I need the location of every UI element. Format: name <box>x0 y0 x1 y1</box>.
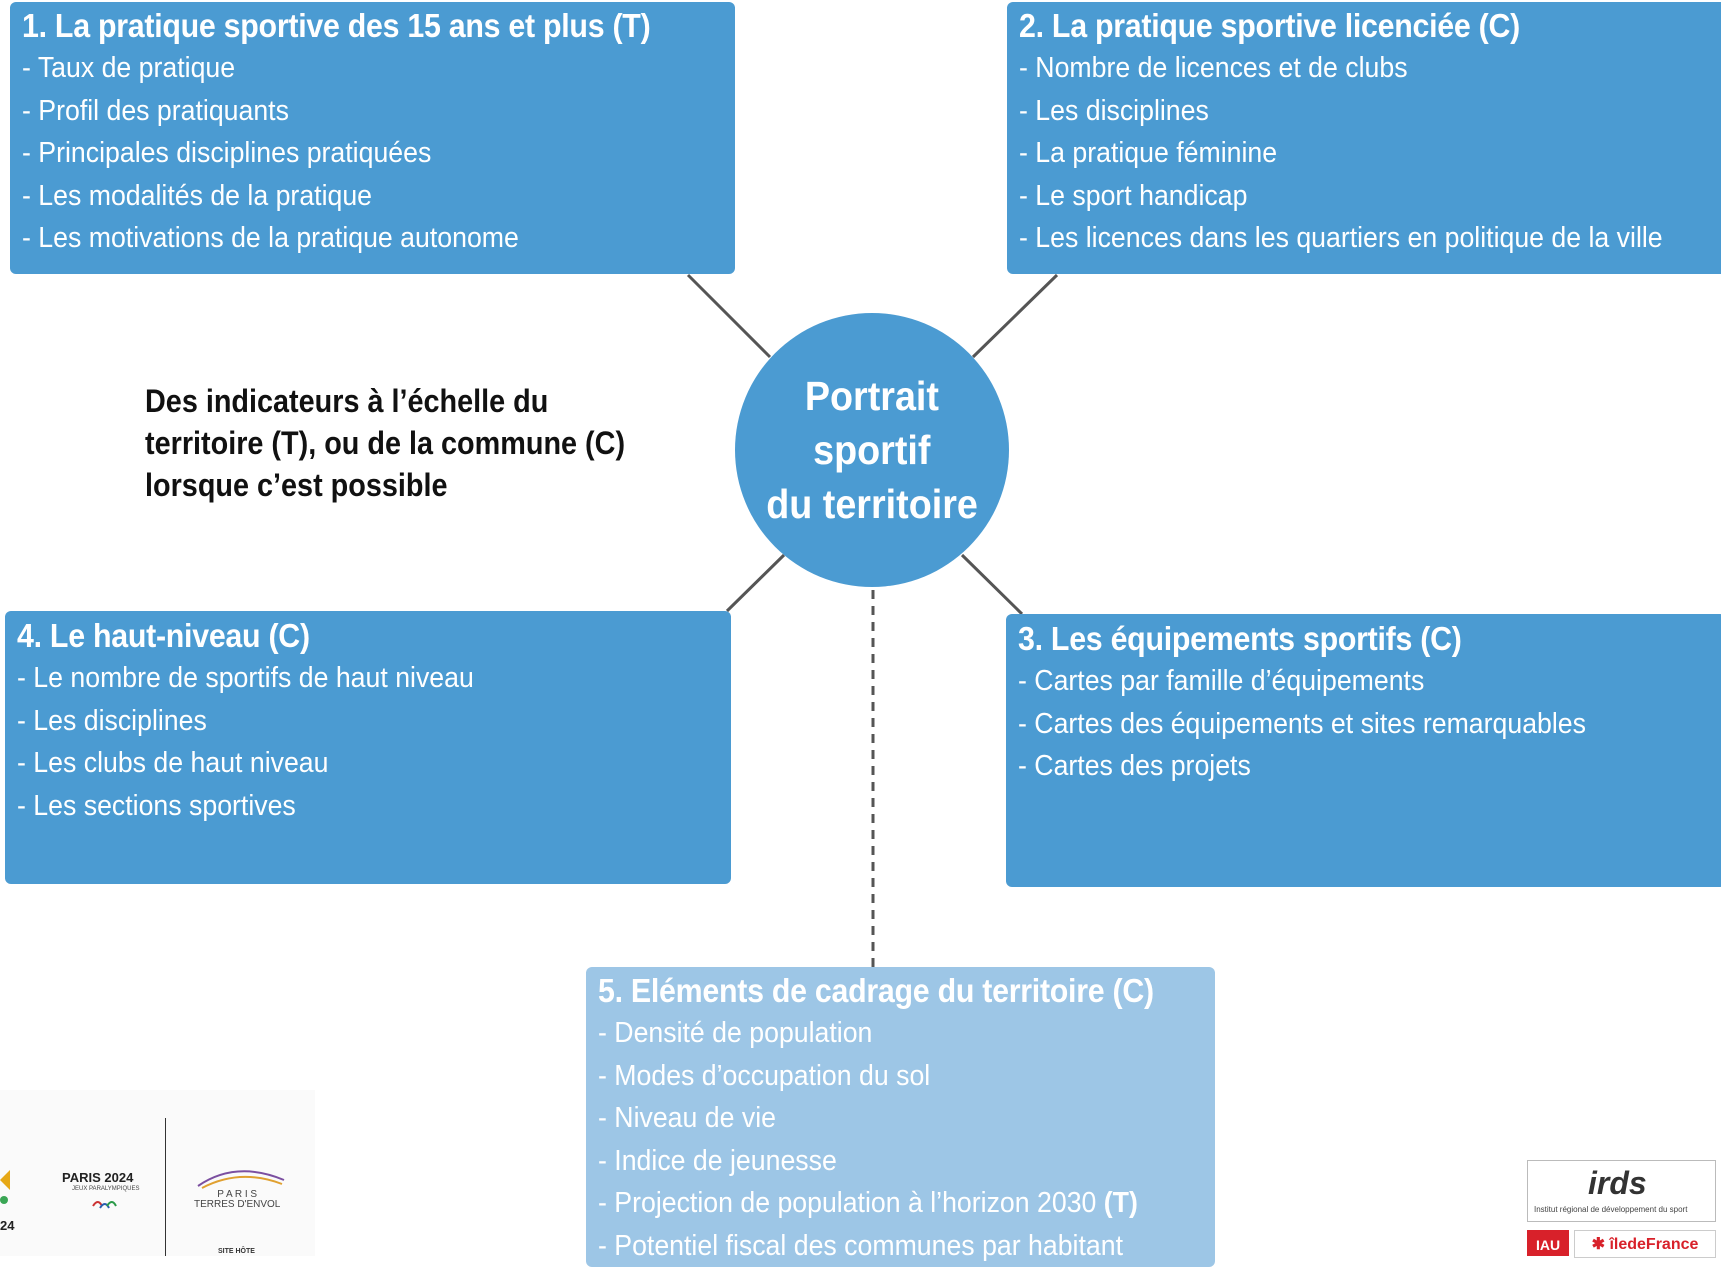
irds-logo: irds Institut régional de développement … <box>1527 1160 1716 1222</box>
box-title: 3. Les équipements sportifs (C) <box>1018 617 1669 660</box>
list-item: Densité de population <box>598 1012 1166 1055</box>
box-title: 1. La pratique sportive des 15 ans et pl… <box>22 4 678 47</box>
list-item: Taux de pratique <box>22 47 678 90</box>
list-item: Les sections sportives <box>17 785 674 828</box>
list-item: Indice de jeunesse <box>598 1140 1166 1183</box>
box-list: Taux de pratique Profil des pratiquants … <box>22 47 735 260</box>
list-item: Le sport handicap <box>1019 175 1670 218</box>
box-title: 5. Eléments de cadrage du territoire (C) <box>598 969 1166 1012</box>
box-high-level: 4. Le haut-niveau (C) Le nombre de sport… <box>5 611 731 884</box>
list-item: Projection de population à l’horizon 203… <box>598 1182 1166 1225</box>
list-item: Les licences dans les quartiers en polit… <box>1019 217 1670 260</box>
list-item: Niveau de vie <box>598 1097 1166 1140</box>
paris2024-logo: PARIS 2024 <box>62 1170 133 1185</box>
connector-box2 <box>973 275 1057 357</box>
list-item: Les disciplines <box>17 700 674 743</box>
list-item: Les clubs de haut niveau <box>17 742 674 785</box>
hub-circle: Portrait sportif du territoire <box>735 313 1009 587</box>
list-item: Profil des pratiquants <box>22 90 678 133</box>
terres-envol-swoosh-icon <box>196 1166 286 1190</box>
partner-logos-left: 24 PARIS 2024 JEUX PARALYMPIQUES P A R I… <box>0 1090 315 1256</box>
connector-box1 <box>688 275 770 357</box>
hub-line: Portrait <box>805 369 939 423</box>
paralympic-agitos-icon <box>90 1196 120 1214</box>
box-list: Cartes par famille d’équipements Cartes … <box>1018 660 1721 788</box>
list-item: Cartes par famille d’équipements <box>1018 660 1669 703</box>
note-line: Des indicateurs à l’échelle du <box>145 380 649 422</box>
box-title: 2. La pratique sportive licenciée (C) <box>1019 4 1670 47</box>
paralympic-label: JEUX PARALYMPIQUES <box>72 1186 139 1192</box>
box-territory-framing: 5. Eléments de cadrage du territoire (C)… <box>586 967 1215 1267</box>
list-item: La pratique féminine <box>1019 132 1670 175</box>
box-list: Nombre de licences et de clubs Les disci… <box>1019 47 1721 260</box>
list-item: Modes d’occupation du sol <box>598 1055 1166 1098</box>
box-sport-practice-15-plus: 1. La pratique sportive des 15 ans et pl… <box>10 2 735 274</box>
territory-marker: (T) <box>1104 1187 1138 1219</box>
irds-subtitle: Institut régional de développement du sp… <box>1534 1205 1687 1214</box>
list-item: Les modalités de la pratique <box>22 175 678 218</box>
note-line: territoire (T), ou de la commune (C) <box>145 422 649 464</box>
note-line: lorsque c’est possible <box>145 464 649 506</box>
connector-box4 <box>727 555 784 611</box>
hub-line: sportif <box>813 423 930 477</box>
list-item: Cartes des projets <box>1018 745 1669 788</box>
hub-line: du territoire <box>766 477 978 531</box>
list-item: Les motivations de la pratique autonome <box>22 217 678 260</box>
list-item: Le nombre de sportifs de haut niveau <box>17 657 674 700</box>
scale-note: Des indicateurs à l’échelle du territoir… <box>145 380 649 506</box>
iau-logo: IAU <box>1527 1230 1569 1256</box>
box-list: Densité de population Modes d’occupation… <box>598 1012 1215 1267</box>
ile-de-france-logo: ✱ îledeFrance <box>1574 1230 1716 1258</box>
list-item: Nombre de licences et de clubs <box>1019 47 1670 90</box>
irds-wordmark: irds <box>1588 1165 1647 1202</box>
paris2024-olympic-logo <box>0 1170 20 1210</box>
connector-box3 <box>962 555 1022 614</box>
site-hote-label: SITE HÔTE <box>218 1248 255 1255</box>
list-item: Les disciplines <box>1019 90 1670 133</box>
box-list: Le nombre de sportifs de haut niveau Les… <box>17 657 731 827</box>
box-title: 4. Le haut-niveau (C) <box>17 614 674 657</box>
terres-envol-logo: P A R I S TERRES D'ENVOL <box>194 1190 280 1210</box>
box-licensed-practice: 2. La pratique sportive licenciée (C) No… <box>1007 2 1721 274</box>
box-sports-facilities: 3. Les équipements sportifs (C) Cartes p… <box>1006 614 1721 887</box>
list-item: Potentiel fiscal des communes par habita… <box>598 1225 1166 1267</box>
list-item: Cartes des équipements et sites remarqua… <box>1018 703 1669 746</box>
list-item: Principales disciplines pratiquées <box>22 132 678 175</box>
logo-text: 24 <box>0 1218 14 1233</box>
logo-divider <box>165 1118 166 1256</box>
